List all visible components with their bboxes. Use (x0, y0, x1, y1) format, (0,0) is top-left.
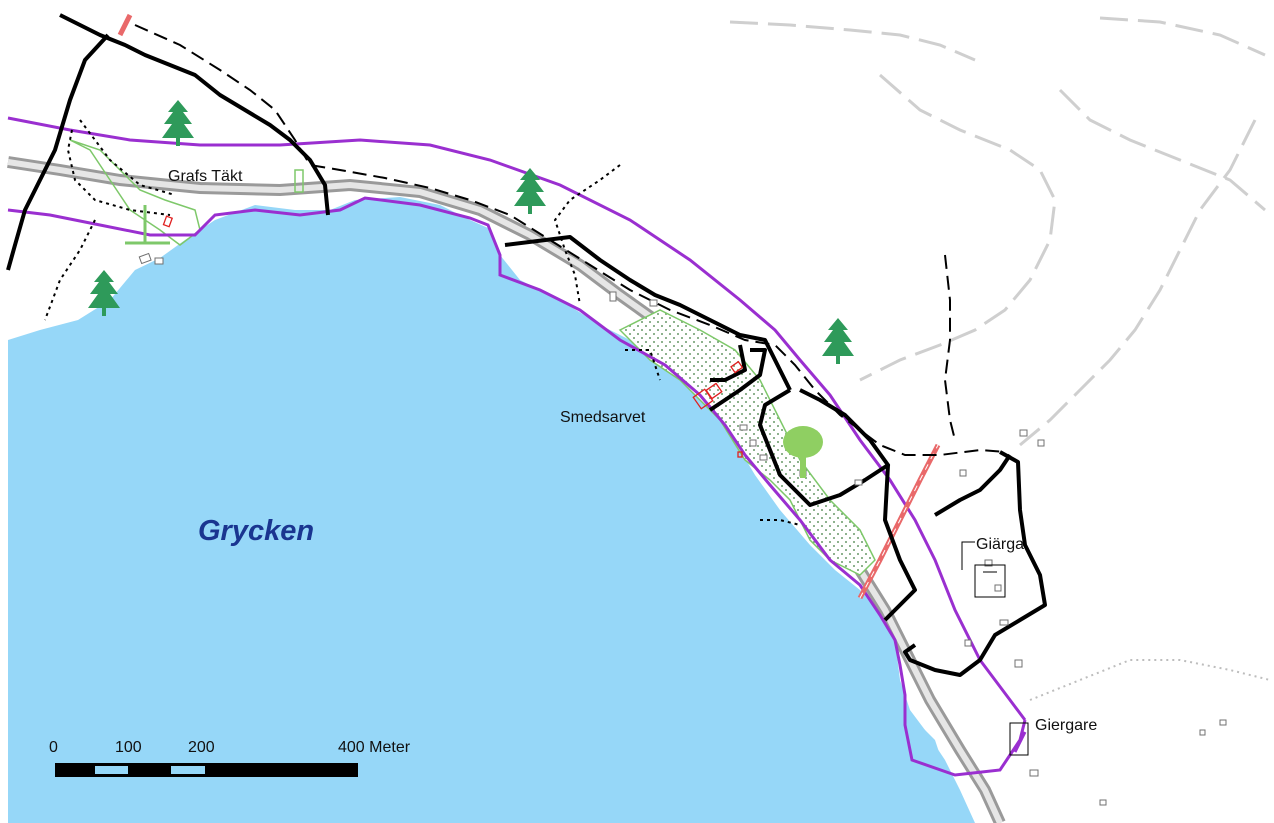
buildings (138, 252, 1227, 806)
scale-bar: 0 100 200 400 Meter (49, 739, 411, 777)
green-hatch (125, 205, 170, 245)
place-label-giergare: Giergare (1035, 717, 1097, 734)
scale-label-200: 200 (188, 739, 215, 756)
scale-label-400-meter: 400 Meter (338, 739, 411, 756)
lake-label: Grycken (198, 515, 314, 547)
conifer-tree-icon (822, 318, 854, 364)
dotted-tracks (44, 119, 801, 526)
place-label-smedsarvet: Smedsarvet (560, 409, 646, 426)
boundary-line (7, 116, 1027, 777)
conifer-tree-icon (88, 270, 120, 316)
boundary-stub (1013, 731, 1027, 753)
red-buildings (162, 215, 744, 458)
scale-label-0: 0 (49, 739, 58, 756)
scale-label-100: 100 (115, 739, 142, 756)
trail-dotted-east (1029, 659, 1271, 701)
railway-line (117, 13, 941, 600)
inlet-water (910, 720, 960, 805)
place-label-giarga: Giärga (976, 536, 1024, 553)
lake-grycken-water (8, 197, 975, 823)
place-boxes (961, 541, 1029, 756)
deciduous-tree-icon (783, 426, 823, 478)
place-label-grafs-takt: Grafs Täkt (168, 168, 243, 185)
black-tracks (6, 13, 1047, 677)
minor-roads (729, 16, 1266, 447)
conifer-tree-icon (162, 100, 194, 146)
dashed-tracks (134, 24, 1006, 456)
conifer-tree-icon (514, 168, 546, 214)
